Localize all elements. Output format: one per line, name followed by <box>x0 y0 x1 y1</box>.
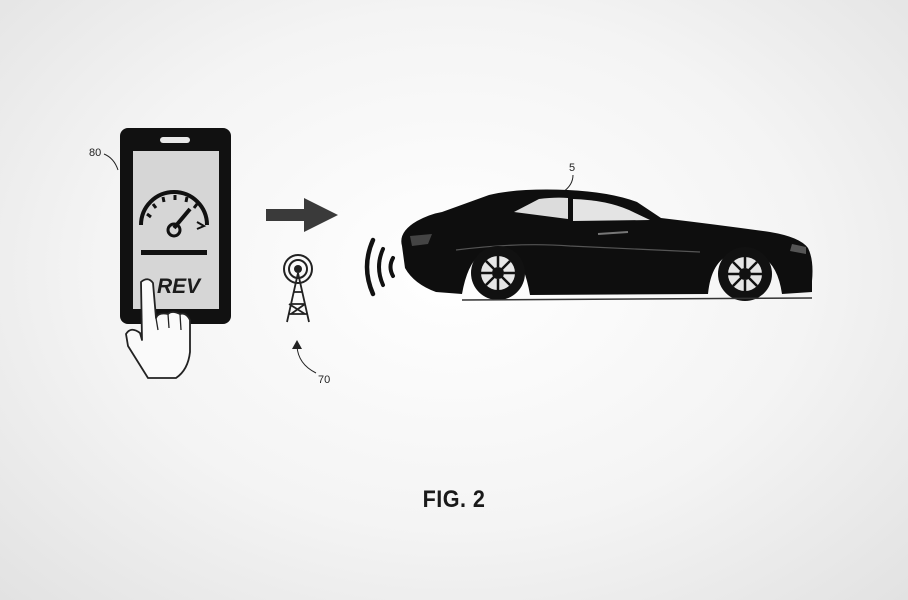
pointing-hand-icon <box>125 278 191 379</box>
rev-button-text: REV <box>157 275 202 298</box>
tower-ref-arrow <box>292 340 317 374</box>
smartphone-icon: REV <box>120 128 231 324</box>
vehicle-ref-leader <box>562 174 574 193</box>
speedometer-icon <box>139 190 209 238</box>
tower-ref-label: 70 <box>318 374 330 386</box>
radio-tower-icon <box>283 254 313 323</box>
right-arrow-icon <box>266 198 338 232</box>
phone-ref-leader <box>103 153 119 171</box>
sports-car-icon <box>401 189 813 301</box>
figure-caption: FIG. 2 <box>422 486 486 513</box>
vehicle-ref-label: 5 <box>569 162 575 174</box>
phone-ref-label: 80 <box>89 147 101 159</box>
signal-waves-icon <box>364 237 395 297</box>
